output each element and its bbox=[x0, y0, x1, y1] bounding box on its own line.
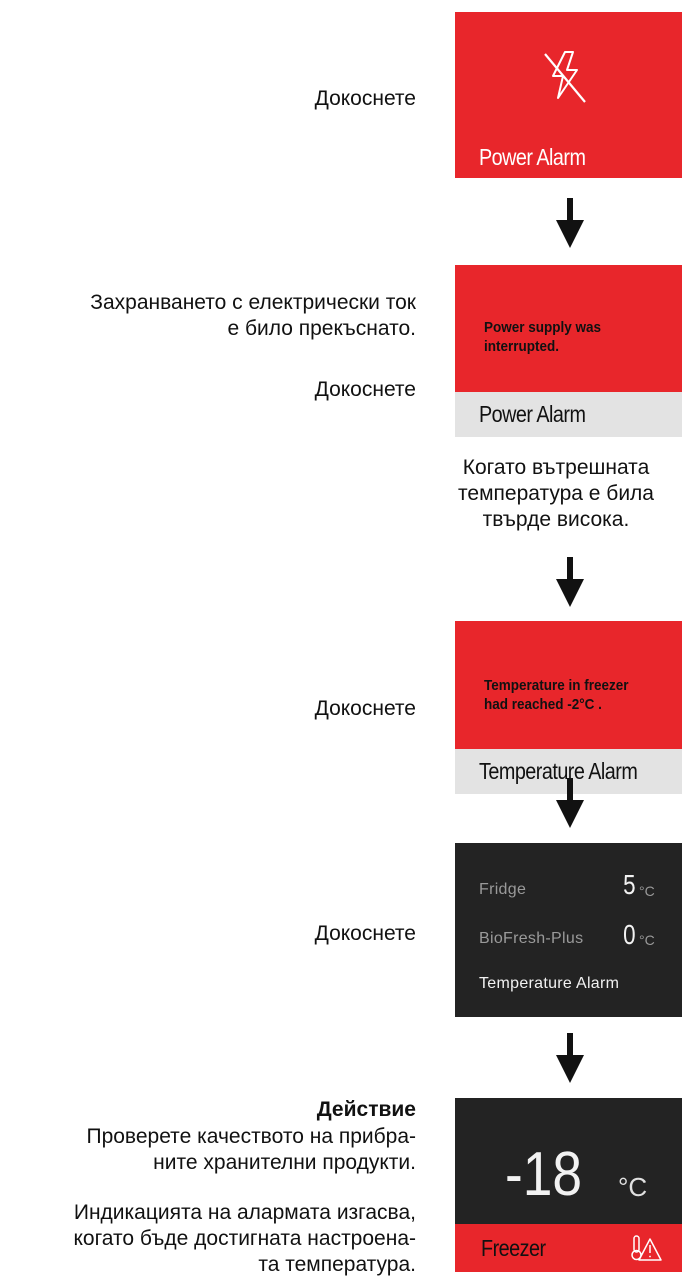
arrow-down-icon bbox=[556, 557, 584, 607]
freezer-screen[interactable]: -18 °C bbox=[455, 1098, 682, 1224]
freezer-temperature-unit: °C bbox=[618, 1172, 648, 1202]
instruction-line: Проверете качеството на прибра- bbox=[86, 1125, 416, 1148]
instruction-tap-2: Докоснете bbox=[314, 378, 416, 401]
arrow-down-icon bbox=[556, 1033, 584, 1083]
fridge-temperature-value: 5 bbox=[623, 869, 636, 900]
message-line: interrupted. bbox=[484, 338, 560, 355]
temperature-alarm-label[interactable]: Temperature Alarm bbox=[479, 975, 620, 992]
temperature-alarm-message-screen[interactable]: Temperature in freezer had reached -2°C … bbox=[455, 621, 682, 749]
message-line: Power supply was bbox=[484, 319, 602, 336]
instruction-tap-4: Докоснете bbox=[314, 922, 416, 945]
power-alarm-message: Power supply was interrupted. bbox=[484, 318, 601, 356]
instruction-temp-too-high: Когато вътрешната температура е била твъ… bbox=[430, 455, 682, 533]
status-screen[interactable]: Fridge 5 °C BioFresh-Plus 0 °C Temperatu… bbox=[455, 843, 682, 1017]
instruction-tap-3: Докоснете bbox=[314, 697, 416, 720]
instruction-line: ните хранителни продукти. bbox=[153, 1151, 416, 1174]
instruction-tap-1: Докоснете bbox=[314, 87, 416, 110]
biofresh-label: BioFresh-Plus bbox=[479, 930, 584, 947]
instruction-line: Индикацията на алармата изгасва, bbox=[73, 1201, 416, 1224]
freezer-temperature-value: -18 bbox=[505, 1140, 583, 1209]
instruction-line: та температура. bbox=[258, 1253, 416, 1276]
power-alarm-title-bar[interactable]: Power Alarm bbox=[455, 392, 682, 437]
freezer-zone-bar[interactable]: Freezer bbox=[455, 1224, 682, 1272]
message-line: Temperature in freezer bbox=[484, 677, 629, 694]
power-alarm-icon-screen[interactable]: Power Alarm bbox=[455, 12, 682, 178]
freezer-zone-label: Freezer bbox=[481, 1235, 546, 1261]
temperature-alarm-title: Temperature Alarm bbox=[479, 758, 638, 784]
power-failure-icon bbox=[539, 46, 591, 106]
arrow-down-icon bbox=[556, 198, 584, 248]
fridge-temperature-unit: °C bbox=[639, 883, 655, 899]
power-alarm-message-screen[interactable]: Power supply was interrupted. bbox=[455, 265, 682, 392]
biofresh-temperature-value: 0 bbox=[623, 919, 636, 950]
instruction-power-interrupted: Захранването с електрически ток е било п… bbox=[90, 290, 416, 342]
instruction-line: когато бъде достигната настроена- bbox=[73, 1227, 417, 1250]
instruction-line: Захранването с електрически ток bbox=[90, 291, 416, 314]
arrow-down-icon bbox=[556, 778, 584, 828]
temperature-alarm-message: Temperature in freezer had reached -2°C … bbox=[484, 676, 629, 714]
instruction-line: температура е била bbox=[458, 482, 654, 505]
temperature-warning-icon bbox=[629, 1233, 663, 1263]
instruction-action-heading: Действие bbox=[316, 1098, 416, 1121]
fridge-label: Fridge bbox=[479, 881, 527, 898]
power-alarm-title: Power Alarm bbox=[479, 401, 586, 427]
instruction-line: е било прекъснато. bbox=[227, 317, 416, 340]
instruction-alarm-off-text: Индикацията на алармата изгасва, когато … bbox=[74, 1200, 417, 1278]
power-alarm-title: Power Alarm bbox=[479, 144, 586, 170]
instruction-action-text: Проверете качеството на прибра- ните хра… bbox=[86, 1124, 416, 1176]
biofresh-temperature-unit: °C bbox=[639, 932, 655, 948]
message-line: had reached -2°C . bbox=[484, 696, 602, 713]
instruction-line: Когато вътрешната bbox=[462, 456, 650, 479]
instruction-line: твърде висока. bbox=[482, 508, 630, 531]
